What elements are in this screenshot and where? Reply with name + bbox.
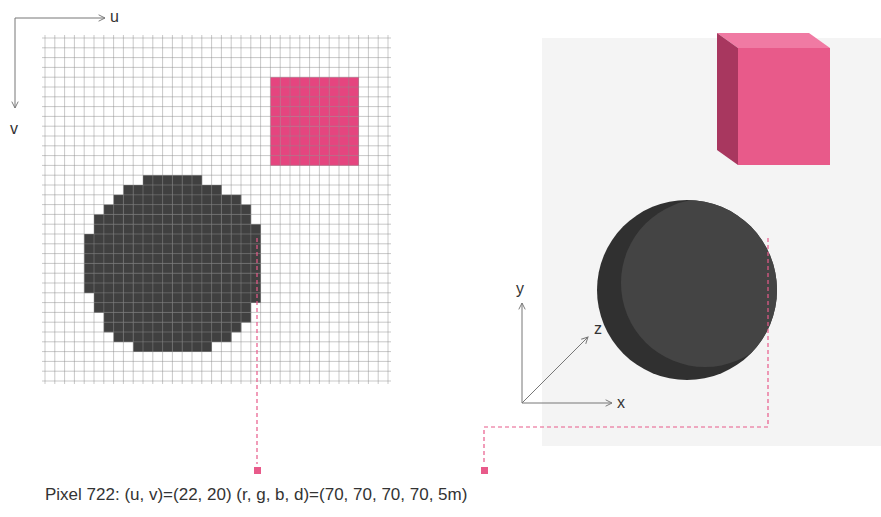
scene-background [542, 38, 881, 446]
pixel-grid [42, 35, 391, 384]
leader-lines [257, 238, 768, 464]
image-axes [15, 18, 105, 108]
pink-cube [717, 33, 830, 165]
pixel-caption: Pixel 722: (u, v)=(22, 20) (r, g, b, d)=… [45, 486, 467, 505]
axis-label: y [516, 280, 524, 298]
leader-end [254, 467, 261, 474]
dark-sphere [597, 199, 789, 380]
axis-label: x [617, 394, 625, 412]
axis-label: u [110, 8, 119, 26]
world-axes [522, 303, 612, 403]
axis-label: v [10, 120, 18, 138]
leader-end [481, 467, 488, 474]
axis-label: z [594, 320, 602, 338]
